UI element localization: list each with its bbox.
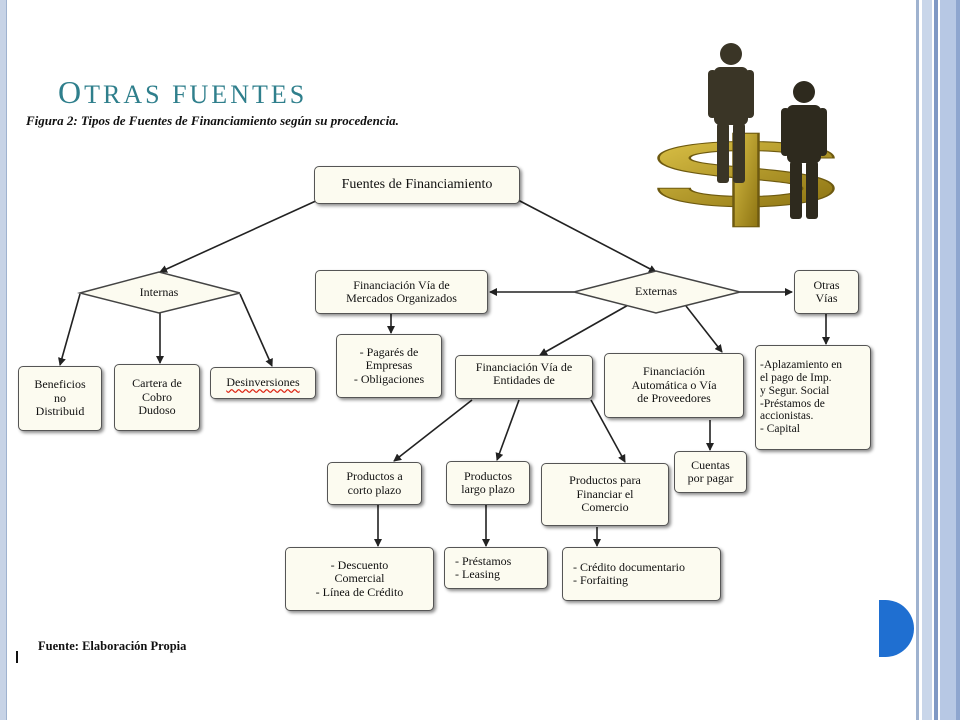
externas-label: Externas — [635, 284, 677, 298]
prestamos-node: - Préstamos - Leasing — [444, 547, 548, 589]
slide-title: OTRAS FUENTES — [58, 74, 308, 110]
slide-left-border — [0, 0, 7, 720]
beneficios-node: Beneficios no Distribuid — [18, 366, 102, 431]
figure-caption: Figura 2: Tipos de Fuentes de Financiami… — [26, 113, 399, 128]
entidades-node: Financiación Vía de Entidades de — [455, 355, 593, 399]
corto-plazo-node: Productos a corto plazo — [327, 462, 422, 505]
comercio-node: Productos para Financiar el Comercio — [541, 463, 669, 526]
root-node: Fuentes de Financiamiento — [314, 166, 520, 204]
largo-plazo-node: Productos largo plazo — [446, 461, 530, 505]
descuento-node: - Descuento Comercial - Línea de Crédito — [285, 547, 434, 611]
slide-right-decoration — [916, 0, 960, 720]
dollar-people-icon — [657, 43, 835, 228]
otras-vias-node: Otras Vías — [794, 270, 859, 314]
cartera-node: Cartera de Cobro Dudoso — [114, 364, 200, 431]
source-note: Fuente: Elaboración Propia — [38, 639, 187, 653]
automatica-node: Financiación Automática o Vía de Proveed… — [604, 353, 744, 418]
mercados-node: Financiación Vía de Mercados Organizados — [315, 270, 488, 314]
externas-diamond — [573, 270, 741, 314]
internas-diamond — [77, 271, 241, 314]
pagares-node: - Pagarés de Empresas - Obligaciones — [336, 334, 442, 398]
otras-vias-list: -Aplazamiento en el pago de Imp. y Segur… — [755, 345, 871, 450]
cuentas-node: Cuentas por pagar — [674, 451, 747, 493]
desinversiones-node: Desinversiones — [210, 367, 316, 399]
internas-label: Internas — [139, 285, 179, 299]
credito-doc-node: - Crédito documentario - Forfaiting — [562, 547, 721, 601]
text-cursor — [16, 651, 18, 663]
desinversiones-label: Desinversiones — [226, 375, 300, 390]
